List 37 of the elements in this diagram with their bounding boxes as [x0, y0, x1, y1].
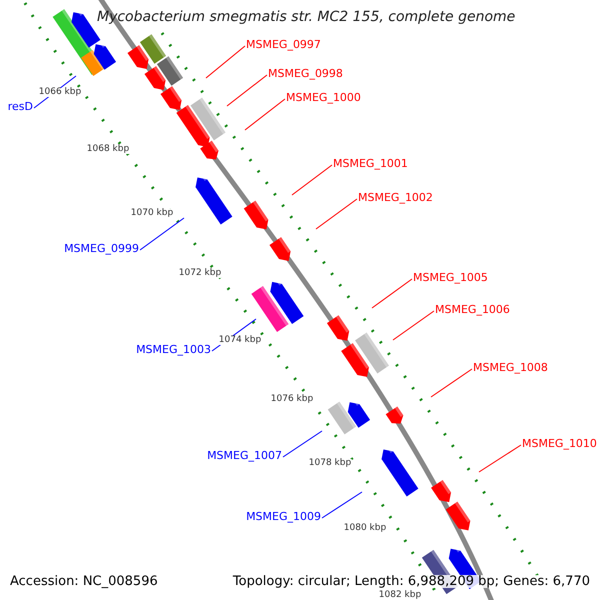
gene-label: MSMEG_1002	[358, 192, 433, 203]
gene-label: MSMEG_0999	[64, 243, 139, 254]
leader-line	[206, 46, 246, 78]
scale-label: 1066 kbp	[38, 88, 82, 97]
gene-label: MSMEG_1005	[413, 272, 488, 283]
gene-label: MSMEG_1007	[207, 450, 282, 461]
scale-label: 1070 kbp	[130, 209, 174, 218]
leader-line	[244, 98, 286, 130]
leader-line	[140, 218, 184, 250]
gene-label: resD	[8, 101, 33, 112]
leader-line	[478, 444, 522, 472]
scale-label: 1068 kbp	[86, 145, 130, 154]
gene-label: MSMEG_0997	[246, 39, 321, 50]
accession-text: Accession: NC_008596	[10, 575, 158, 588]
scale-label: 1080 kbp	[342, 524, 388, 533]
gene-label: MSMEG_1006	[435, 304, 510, 315]
leader-line	[226, 74, 268, 106]
gene-label: MSMEG_1000	[286, 92, 361, 103]
scale-label: 1078 kbp	[308, 459, 352, 468]
gene-label: MSMEG_0998	[268, 68, 343, 79]
scale-label: 1074 kbp	[218, 336, 262, 345]
leader-line	[316, 198, 358, 230]
leader-line	[430, 368, 472, 398]
leader-line	[372, 278, 412, 308]
leader-line	[292, 164, 332, 196]
leader-line	[282, 430, 322, 458]
gene-label: MSMEG_1008	[473, 362, 548, 373]
scale-label: 1082 kbp	[378, 591, 422, 600]
scale-label: 1076 kbp	[270, 395, 314, 404]
leader-line	[322, 492, 362, 518]
gene-label: MSMEG_1009	[246, 511, 321, 522]
leader-line	[392, 310, 434, 340]
scale-label: 1072 kbp	[178, 269, 222, 278]
gene-label: MSMEG_1003	[136, 344, 211, 355]
gene-label: MSMEG_1010	[522, 438, 597, 449]
gene-label: MSMEG_1001	[333, 158, 408, 169]
title: Mycobacterium smegmatis str. MC2 155, complete genome	[97, 10, 516, 24]
